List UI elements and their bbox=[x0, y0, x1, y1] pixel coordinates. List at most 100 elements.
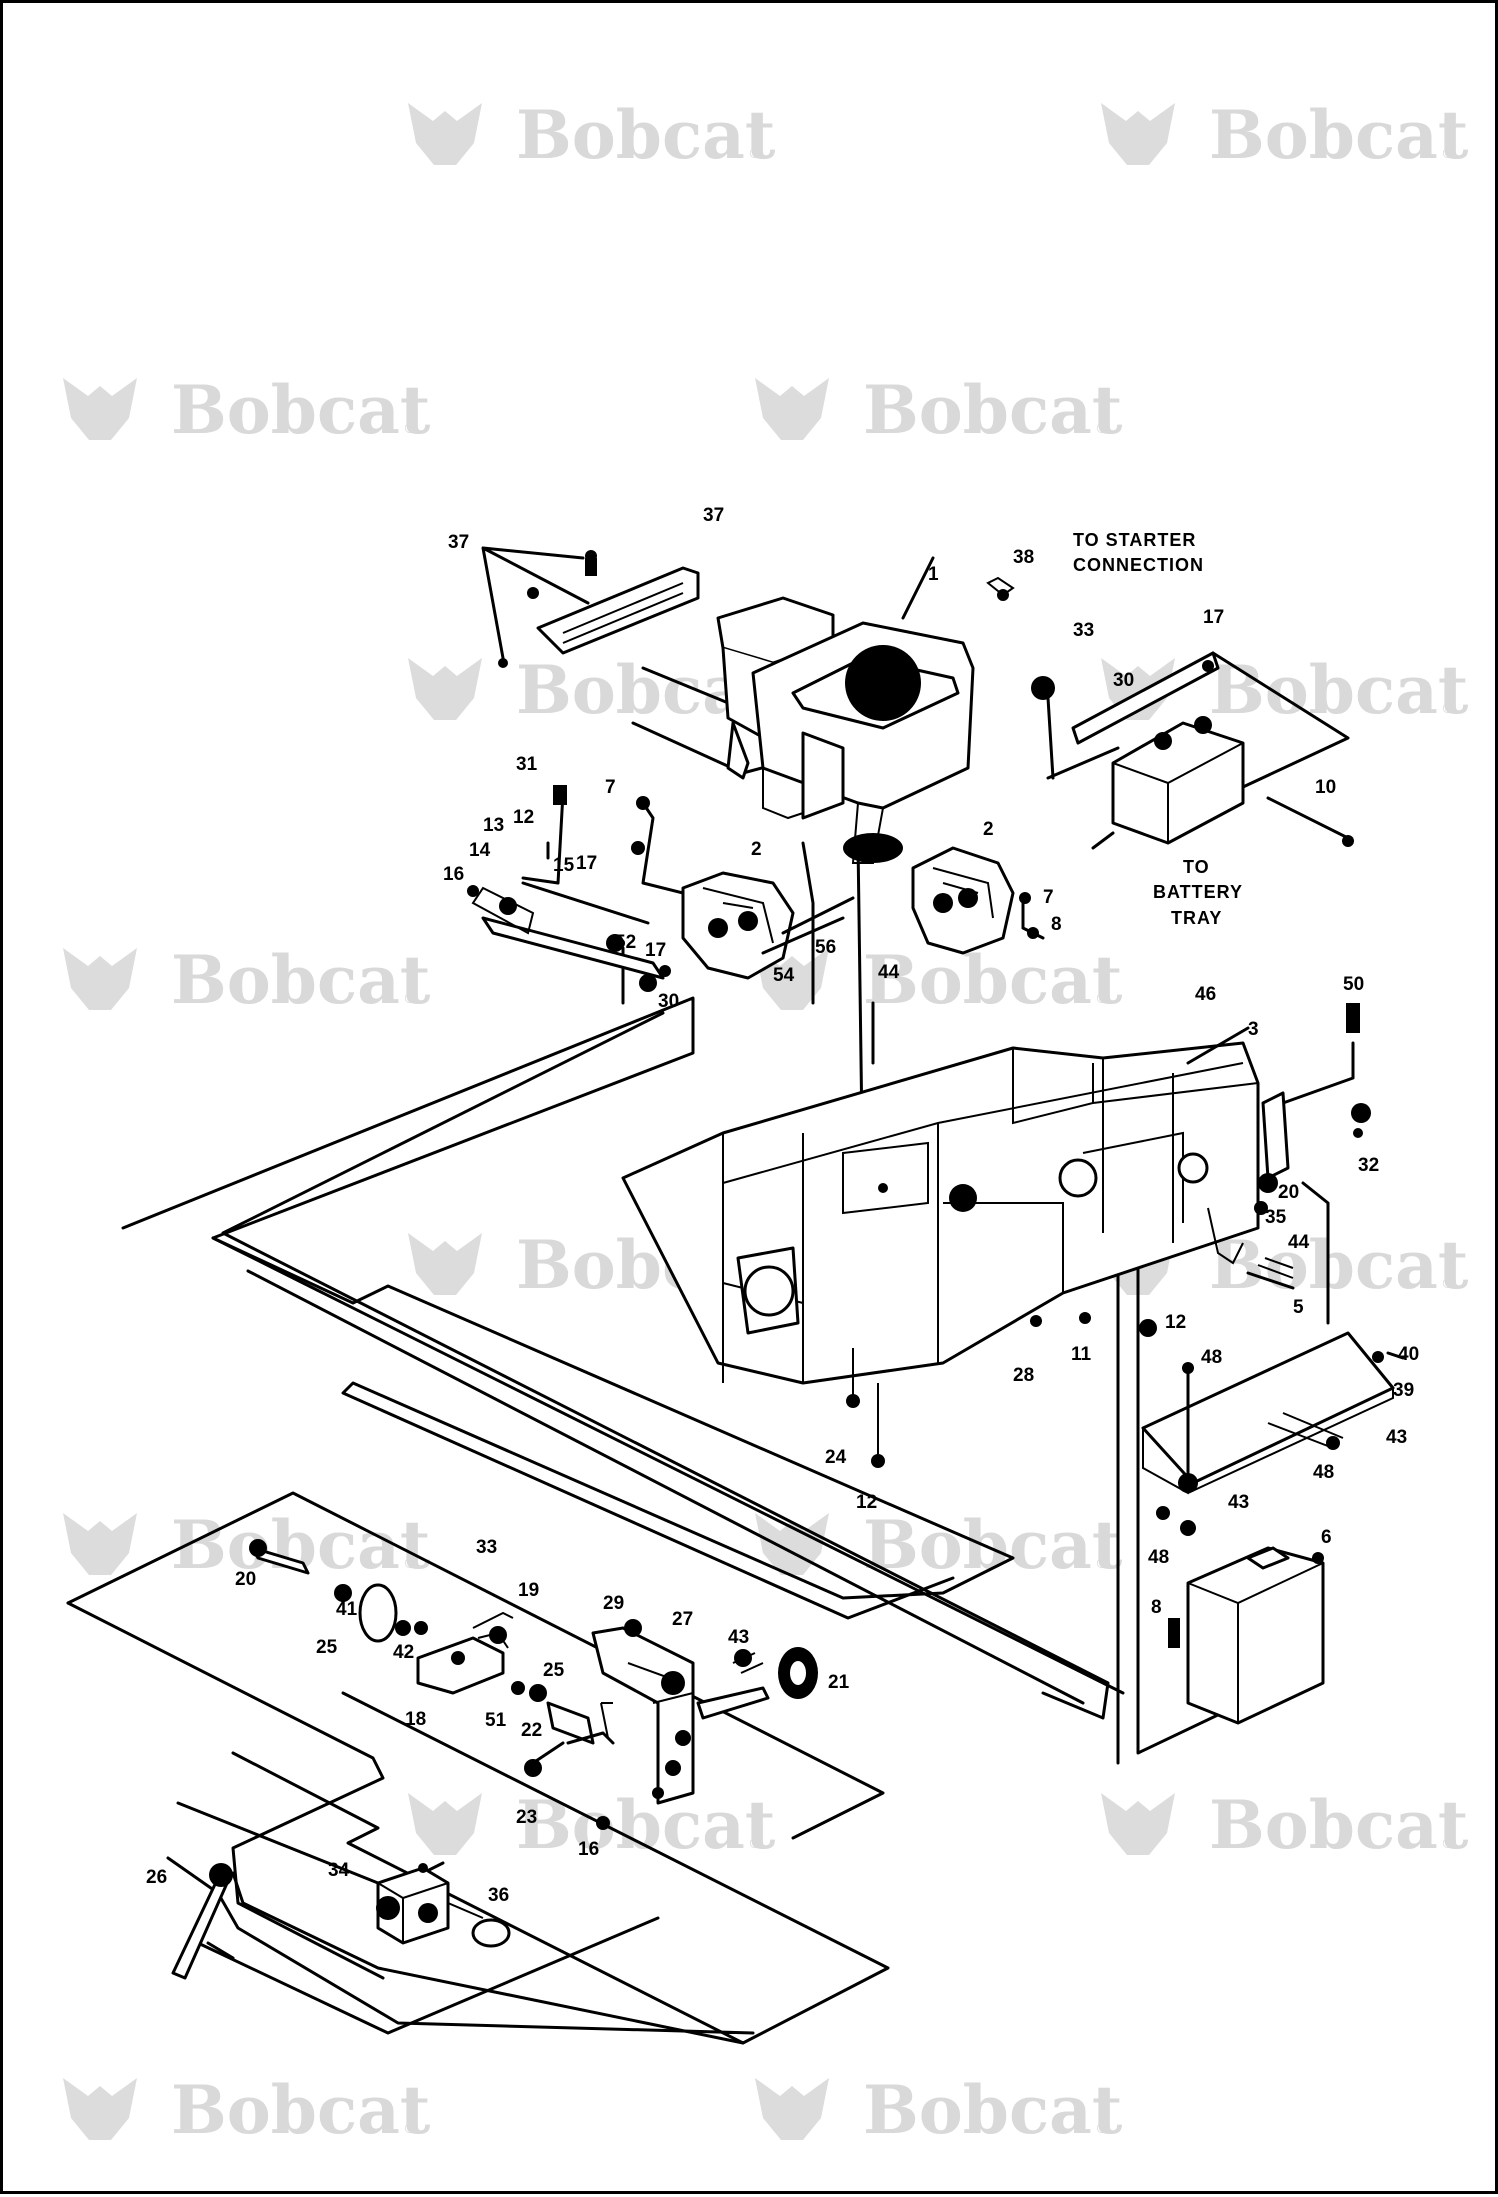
bobcat-logo-icon bbox=[1101, 103, 1175, 165]
callout: 46 bbox=[1195, 984, 1216, 1005]
bobcat-watermark: Bobcat® bbox=[755, 1506, 1123, 1584]
callout: 16 bbox=[443, 864, 464, 885]
bobcat-logo-icon bbox=[408, 103, 482, 165]
linkage-outline-3 bbox=[196, 1871, 745, 2045]
callout: 33 bbox=[1073, 620, 1094, 641]
control-valve bbox=[376, 1863, 511, 1948]
watermark-brand-text: Bobcat bbox=[1209, 96, 1469, 174]
linkage-outline-2 bbox=[66, 1601, 385, 1980]
callout: 6 bbox=[1321, 1527, 1332, 1548]
watermark-registered-mark: ® bbox=[1095, 1556, 1109, 1572]
watermark-brand-text: Bobcat bbox=[1209, 1786, 1469, 1864]
bobcat-watermark: Bobcat® bbox=[1101, 96, 1469, 174]
watermark-brand-text: Bobcat bbox=[171, 941, 431, 1019]
battery-note-line3: TRAY bbox=[1171, 908, 1222, 928]
callout: 52 bbox=[615, 932, 636, 953]
callout: 12 bbox=[856, 1492, 877, 1513]
callout: 25 bbox=[316, 1637, 338, 1658]
bobcat-watermark: Bobcat® bbox=[1101, 1786, 1469, 1864]
callout: 3 bbox=[1248, 1019, 1259, 1040]
callout: 5 bbox=[1293, 1297, 1304, 1318]
tank-bracket bbox=[1141, 1331, 1405, 1536]
watermark-registered-mark: ® bbox=[403, 421, 417, 437]
callout: 13 bbox=[483, 815, 504, 836]
callout: 43 bbox=[1228, 1492, 1249, 1513]
watermark-registered-mark: ® bbox=[748, 1836, 762, 1852]
callout: 35 bbox=[1265, 1207, 1287, 1228]
bobcat-logo-icon bbox=[408, 1233, 482, 1295]
callout: 21 bbox=[828, 1672, 850, 1693]
callout: 17 bbox=[1203, 607, 1224, 628]
callout: 51 bbox=[485, 1710, 507, 1731]
linkage-outline bbox=[66, 1491, 890, 2045]
watermark-registered-mark: ® bbox=[403, 1556, 417, 1572]
callout: 30 bbox=[658, 991, 679, 1012]
bobcat-watermark: Bobcat® bbox=[63, 2071, 431, 2149]
watermark-brand-text: Bobcat bbox=[171, 371, 431, 449]
callout: 8 bbox=[1151, 1597, 1162, 1618]
exploded-parts-diagram: Bobcat®Bobcat®Bobcat®Bobcat®Bobcat®Bobca… bbox=[63, 96, 1469, 2149]
watermark-registered-mark: ® bbox=[1441, 1836, 1455, 1852]
callout: 20 bbox=[235, 1569, 256, 1590]
callout: 25 bbox=[543, 1660, 565, 1681]
fuel-tank bbox=[1168, 1546, 1325, 1725]
callout: 11 bbox=[1071, 1344, 1092, 1365]
control-lever bbox=[171, 1863, 235, 1980]
lower-tray-leader bbox=[211, 1236, 1125, 1705]
engine bbox=[716, 596, 975, 864]
callout: 43 bbox=[728, 1627, 749, 1648]
callout: 34 bbox=[328, 1860, 350, 1881]
callout: 17 bbox=[576, 853, 597, 874]
callout: 10 bbox=[1315, 777, 1336, 798]
callout: 56 bbox=[815, 937, 836, 958]
starter-note-line1: TO STARTER bbox=[1073, 530, 1196, 550]
callout: 1 bbox=[928, 564, 939, 585]
callout: 16 bbox=[578, 1839, 599, 1860]
callout: 44 bbox=[878, 962, 900, 983]
frame-leader-3 bbox=[1186, 1026, 1250, 1065]
watermark-brand-text: Bobcat bbox=[863, 1506, 1123, 1584]
starter-note-line2: CONNECTION bbox=[1073, 555, 1204, 575]
watermark-brand-text: Bobcat bbox=[516, 96, 776, 174]
watermark-brand-text: Bobcat bbox=[863, 941, 1123, 1019]
callout: 48 bbox=[1201, 1347, 1222, 1368]
bobcat-logo-icon bbox=[63, 1513, 137, 1575]
callout: 33 bbox=[476, 1537, 497, 1558]
bobcat-watermark: Bobcat® bbox=[408, 96, 776, 174]
callout: 7 bbox=[605, 777, 616, 798]
shift-linkage-parts bbox=[249, 1539, 818, 1830]
engine-leader bbox=[901, 556, 935, 620]
watermark-brand-text: Bobcat bbox=[1209, 651, 1469, 729]
battery-tray bbox=[1031, 651, 1354, 850]
bobcat-logo-icon bbox=[1101, 1793, 1175, 1855]
right-leader bbox=[1116, 1181, 1330, 1765]
bobcat-logo-icon bbox=[755, 2078, 829, 2140]
notes: TO STARTER CONNECTION TO BATTERY TRAY bbox=[1073, 530, 1242, 928]
callout: 12 bbox=[1165, 1312, 1186, 1333]
watermark-registered-mark: ® bbox=[1441, 146, 1455, 162]
watermark-registered-mark: ® bbox=[1095, 421, 1109, 437]
callouts: 1 2 2 3 5 6 7 7 8 8 10 11 12 12 12 13 14… bbox=[146, 505, 1419, 1906]
frame-outline-leader bbox=[121, 996, 1015, 1620]
watermark-brand-text: Bobcat bbox=[1209, 1226, 1469, 1304]
callout: 24 bbox=[825, 1447, 847, 1468]
watermark-brand-text: Bobcat bbox=[863, 2071, 1123, 2149]
bobcat-watermark: Bobcat® bbox=[1101, 651, 1469, 729]
drawing bbox=[66, 546, 1405, 2045]
callout: 27 bbox=[672, 1609, 693, 1630]
callout: 17 bbox=[645, 940, 666, 961]
watermark-registered-mark: ® bbox=[403, 2121, 417, 2137]
bobcat-logo-icon bbox=[63, 948, 137, 1010]
bobcat-logo-icon bbox=[755, 1513, 829, 1575]
callout: 15 bbox=[553, 855, 575, 876]
callout: 29 bbox=[603, 1593, 624, 1614]
callout: 20 bbox=[1278, 1182, 1299, 1203]
hydrostatic-pump-left bbox=[681, 871, 855, 980]
watermark-brand-text: Bobcat bbox=[516, 1786, 776, 1864]
bobcat-logo-icon bbox=[63, 2078, 137, 2140]
bobcat-logo-icon bbox=[63, 378, 137, 440]
hydrostatic-pump-right bbox=[911, 846, 1015, 955]
watermark-brand-text: Bobcat bbox=[863, 371, 1123, 449]
bobcat-logo-icon bbox=[408, 1793, 482, 1855]
callout: 12 bbox=[513, 807, 534, 828]
